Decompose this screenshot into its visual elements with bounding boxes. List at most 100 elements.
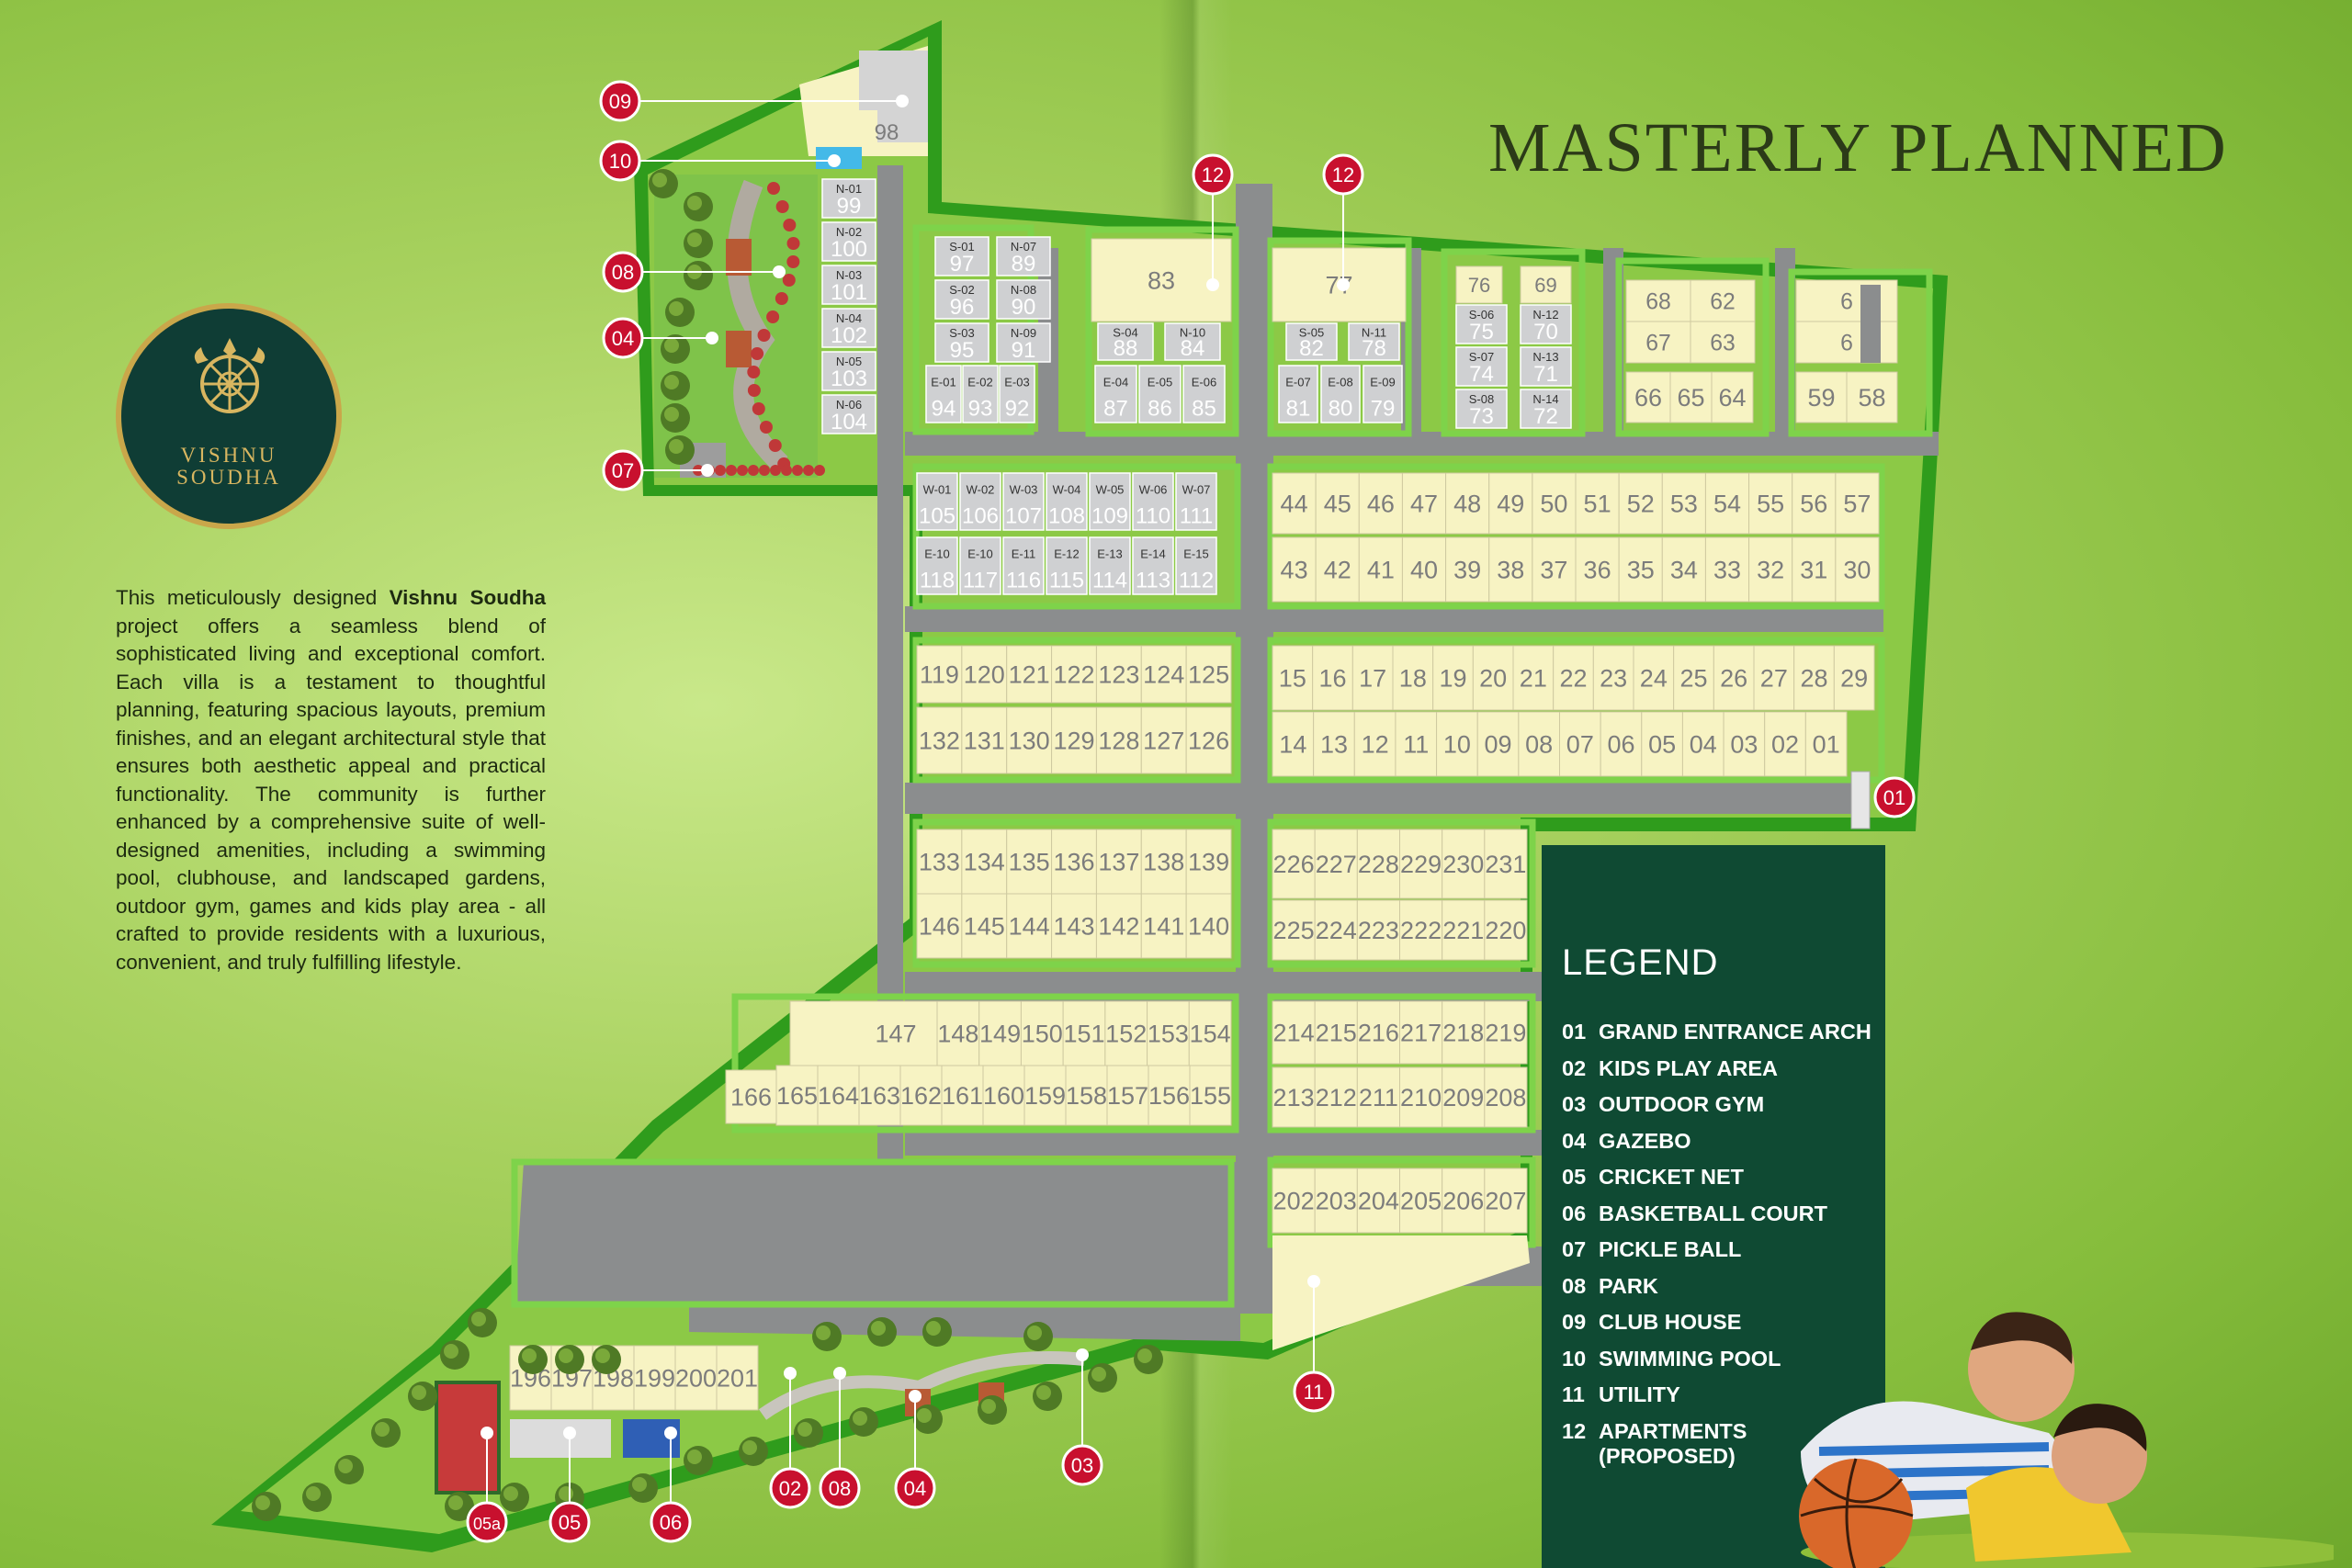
legend-item-label: PICKLE BALL — [1599, 1237, 1742, 1261]
plot-number: 164 — [818, 1082, 859, 1110]
villa-plot — [916, 536, 958, 595]
plot-number: 19 — [1439, 665, 1466, 693]
palm-tree-icon — [1137, 1348, 1152, 1363]
plot-number: 203 — [1316, 1188, 1357, 1215]
plot-number: 122 — [1053, 661, 1094, 689]
flower-shrub-icon — [748, 465, 759, 476]
plot-number: 36 — [1584, 557, 1611, 584]
plot-number: 133 — [919, 849, 960, 876]
plot — [1399, 1066, 1443, 1128]
plot — [1472, 645, 1514, 711]
legend-item-label: GAZEBO — [1599, 1128, 1691, 1153]
plot — [1484, 1000, 1528, 1065]
flower-shrub-icon — [814, 465, 825, 476]
marker-dot — [784, 1367, 797, 1380]
plot-number: 37 — [1540, 557, 1567, 584]
plot-number: 80 — [1329, 397, 1353, 422]
plot — [1532, 472, 1577, 535]
villa-plot — [1278, 365, 1318, 423]
villa-code: E-10 — [924, 547, 949, 560]
palm-tree-icon — [742, 1440, 757, 1455]
villa-plot — [821, 351, 876, 391]
road — [905, 606, 1883, 632]
legend-item-label: PARK — [1599, 1273, 1658, 1298]
plot — [1484, 1066, 1528, 1128]
plot-number: 137 — [1098, 849, 1139, 876]
plot-number: 22 — [1559, 665, 1587, 693]
plot — [1140, 893, 1187, 959]
palm-tree-icon — [926, 1321, 941, 1336]
plot-number: 58 — [1858, 384, 1885, 412]
plot — [1095, 645, 1142, 704]
marker-dot — [1206, 278, 1219, 291]
plot — [1792, 536, 1837, 603]
villa-plot — [1520, 389, 1572, 429]
brand-name: VISHNU SOUDHA — [176, 444, 281, 489]
plot-number: 130 — [1009, 728, 1050, 755]
legend-item-number: 05 — [1562, 1165, 1587, 1189]
plot — [1401, 472, 1447, 535]
plot-number: 204 — [1358, 1188, 1399, 1215]
plot — [1793, 645, 1835, 711]
plot-number: 151 — [1063, 1021, 1104, 1048]
block-verge — [1267, 993, 1536, 1134]
plot-number: 42 — [1324, 557, 1351, 584]
plot — [1625, 321, 1691, 364]
villa-code: N-02 — [836, 225, 862, 239]
plot — [1600, 711, 1643, 777]
plot — [1189, 1065, 1232, 1126]
plot — [1272, 829, 1316, 899]
villa-plot — [1175, 536, 1217, 595]
flower-shrub-icon — [781, 465, 792, 476]
block-verge — [1267, 818, 1536, 968]
plot — [1764, 711, 1806, 777]
palm-tree-icon — [917, 1408, 932, 1423]
flower-shrub-icon — [786, 255, 800, 268]
palm-tree-icon — [448, 1495, 463, 1510]
plot-number: 109 — [1091, 504, 1128, 529]
location-marker-icon — [650, 1501, 692, 1543]
plot — [1436, 711, 1478, 777]
plot — [858, 1065, 901, 1126]
villa-plot — [1348, 322, 1400, 361]
plot — [1095, 893, 1142, 959]
plot — [1669, 371, 1713, 423]
plot — [1353, 711, 1396, 777]
villa-code: N-09 — [1011, 326, 1036, 340]
flower-shrub-icon — [747, 366, 761, 378]
plot-number: 144 — [1009, 913, 1050, 941]
plot — [1488, 472, 1533, 535]
plot — [1673, 645, 1714, 711]
plot — [1704, 472, 1750, 535]
plot-number: 106 — [962, 504, 999, 529]
palm-tree-icon — [412, 1385, 426, 1400]
villa-code: E-01 — [931, 375, 956, 389]
legend-item-label: KIDS PLAY AREA — [1599, 1055, 1779, 1080]
plot-number: 200 — [675, 1365, 717, 1393]
plot-number: 09 — [1485, 731, 1512, 759]
plot-number: 132 — [919, 728, 960, 755]
palm-tree-icon — [1036, 1385, 1051, 1400]
plot — [1432, 645, 1474, 711]
plot-number: 06 — [1607, 731, 1634, 759]
plot — [1272, 711, 1315, 777]
palm-tree-icon — [652, 173, 667, 187]
legend-item-number: 09 — [1562, 1310, 1587, 1334]
palm-tree-icon — [669, 301, 684, 316]
plot-number: 145 — [964, 913, 1005, 941]
palm-tree-icon — [375, 1422, 390, 1437]
plot — [1795, 371, 1848, 423]
plot — [1520, 265, 1572, 304]
marker-dot — [833, 1367, 846, 1380]
block-verge — [511, 1158, 1235, 1308]
plot-number: 56 — [1800, 491, 1827, 518]
marker-dot — [1076, 1348, 1089, 1361]
legend-item-number: 06 — [1562, 1201, 1587, 1225]
plot-number: 158 — [1066, 1082, 1107, 1110]
plot — [1314, 1168, 1358, 1234]
villa-code: N-13 — [1532, 350, 1558, 364]
plot-number: 211 — [1359, 1084, 1398, 1111]
villa-code: E-06 — [1192, 375, 1216, 389]
block-verge — [1267, 237, 1412, 437]
